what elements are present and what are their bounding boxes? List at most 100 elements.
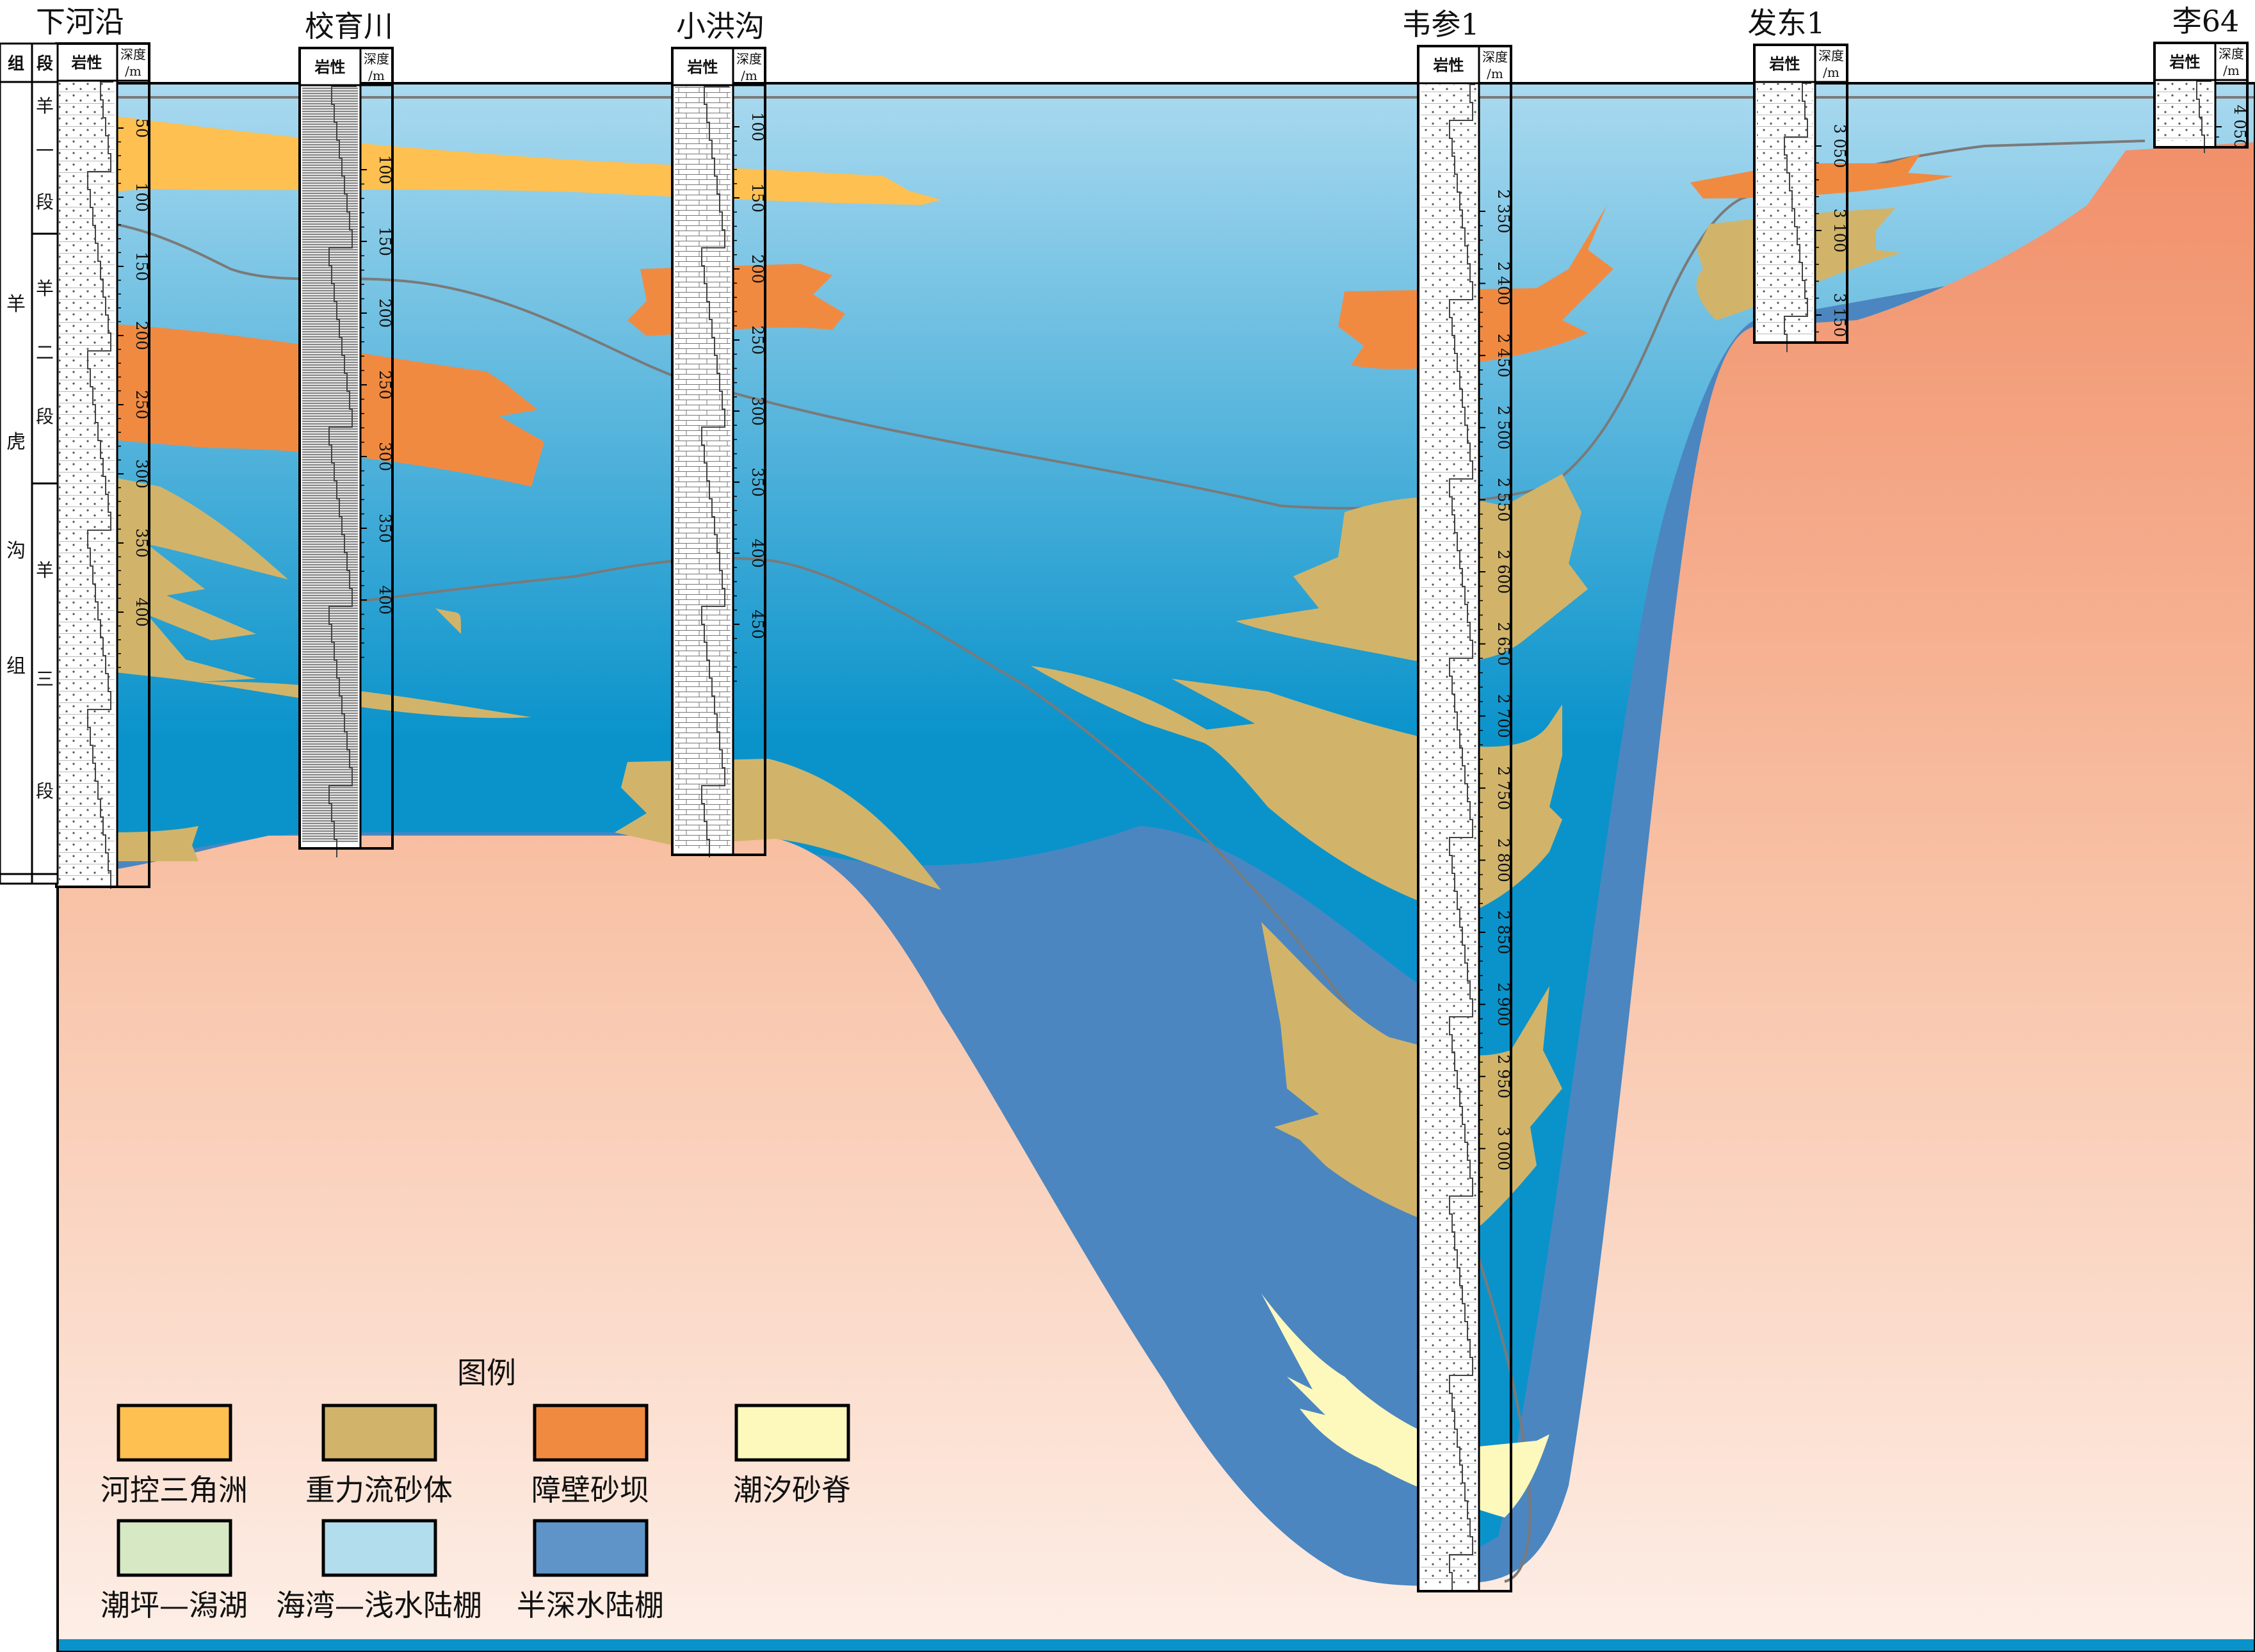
lithology-header: 岩性 (314, 58, 346, 76)
depth-unit: /m (368, 68, 385, 83)
depth-tick-label: 2 400 (1494, 261, 1512, 305)
formation-name-char: 虎 (6, 431, 26, 453)
depth-tick-label: 250 (133, 390, 150, 419)
legend-swatch (321, 1404, 437, 1462)
well-weican1: 韦参1岩性深度/m2 3502 4002 4502 5002 5502 6002… (1402, 7, 1512, 1592)
legend-swatch (533, 1404, 649, 1462)
depth-tick-label: 300 (376, 442, 394, 471)
depth-tick-label: 300 (748, 396, 766, 426)
legend-title: 图例 (457, 1356, 516, 1390)
depth-tick-label: 200 (133, 321, 150, 350)
gravity-flow-body (435, 608, 461, 634)
gravity-flow-body (1261, 922, 1562, 1236)
lithology-header: 岩性 (71, 53, 102, 72)
well-fadong1: 发东1岩性深度/m3 0503 1003 150 (1747, 6, 1848, 352)
well-frame (671, 47, 766, 856)
gravity-flow-body (1236, 474, 1588, 663)
depth-tick-label: 100 (748, 112, 766, 142)
depth-tick-label: 2 650 (1494, 622, 1512, 666)
well-name: 发东1 (1747, 6, 1825, 40)
member-1-char: 羊 (36, 95, 54, 117)
depth-tick-label: 250 (376, 370, 394, 400)
depth-tick-label: 450 (748, 610, 766, 639)
depth-tick-label: 50 (133, 118, 150, 138)
lithology-header: 岩性 (2169, 53, 2201, 71)
depth-tick-label: 350 (376, 514, 394, 543)
well-xiaheyan: 下河沿岩性深度/m50100150200250300350400 (36, 4, 150, 889)
depth-tick-label: 2 450 (1494, 334, 1512, 378)
legend-label: 重力流砂体 (305, 1473, 453, 1507)
depth-tick-label: 4 050 (2231, 105, 2249, 149)
well-name: 韦参1 (1402, 7, 1479, 42)
legend-label: 海湾—浅水陆棚 (276, 1588, 482, 1623)
depth-tick-label: 150 (748, 183, 766, 213)
depth-tick-label: 200 (748, 254, 766, 284)
legend-item: 海湾—浅水陆棚 (276, 1519, 482, 1623)
depth-tick-label: 3 150 (1831, 293, 1848, 337)
depth-tick-label: 250 (748, 325, 766, 355)
depth-tick-label: 350 (748, 467, 766, 497)
legend-item: 河控三角洲 (101, 1404, 248, 1507)
legend-label: 河控三角洲 (101, 1473, 248, 1507)
depth-unit: /m (1487, 66, 1503, 81)
depth-tick-label: 2 700 (1494, 694, 1512, 738)
depth-unit: /m (2223, 63, 2240, 78)
legend-label: 潮汐砂脊 (733, 1473, 851, 1507)
lithology-column (1421, 85, 1476, 1585)
depth-header: 深度 (364, 51, 389, 67)
well-frame (2153, 42, 2249, 149)
depth-header: 深度 (736, 51, 762, 67)
depth-tick-label: 300 (133, 459, 150, 489)
depth-header: 深度 (120, 47, 146, 62)
depth-tick-label: 100 (376, 155, 394, 184)
legend: 图例 河控三角洲 重力流砂体 障壁砂坝 潮汐砂脊潮坪—潟湖海湾—浅水陆棚半深水陆棚 (101, 1356, 851, 1623)
depth-header: 深度 (1482, 49, 1508, 65)
depth-unit: /m (125, 63, 141, 79)
depth-tick-label: 2 600 (1494, 550, 1512, 594)
well-frame (1417, 45, 1512, 1592)
member-3-char: 段 (36, 781, 54, 802)
lithology-header: 岩性 (1433, 56, 1464, 74)
legend-label: 障壁砂坝 (531, 1473, 649, 1507)
depth-tick-label: 3 000 (1494, 1126, 1512, 1170)
depth-header: 深度 (2219, 46, 2244, 61)
depth-tick-label: 3 050 (1831, 124, 1848, 168)
barrier-bar-body (1338, 205, 1613, 369)
well-columns: 下河沿岩性深度/m50100150200250300350400校育川岩性深度/… (36, 4, 2249, 1592)
depth-tick-label: 100 (133, 182, 150, 212)
well-xiaoyuchuan: 校育川岩性深度/m100150200250300350400 (298, 9, 394, 857)
legend-item: 障壁砂坝 (531, 1404, 649, 1507)
member-3-char: 三 (36, 668, 54, 690)
lithology-header: 岩性 (687, 58, 718, 76)
member-1-char: 一 (36, 140, 54, 161)
well-name: 小洪沟 (676, 9, 764, 44)
legend-item: 潮坪—潟湖 (101, 1519, 248, 1623)
legend-label: 半深水陆棚 (517, 1588, 664, 1623)
depth-tick-label: 150 (376, 227, 394, 256)
depth-tick-label: 2 850 (1494, 911, 1512, 955)
depth-tick-label: 2 550 (1494, 478, 1512, 522)
depth-unit: /m (1823, 65, 1839, 80)
legend-swatch (321, 1519, 437, 1577)
depth-tick-label: 350 (133, 528, 150, 558)
member-2-char: 二 (36, 342, 54, 363)
lithology-header: 岩性 (1769, 54, 1800, 73)
depth-header: 深度 (1818, 48, 1844, 63)
lithology-column (1757, 83, 1813, 336)
depth-tick-label: 2 350 (1494, 190, 1512, 234)
gravity-flow-body (96, 474, 531, 718)
strat-column: 组 段 羊 虎 沟 组 羊 一 段 羊 二 段 羊 三 段 (0, 42, 59, 885)
lithology-column (2157, 81, 2213, 141)
legend-item: 潮汐砂脊 (733, 1404, 851, 1507)
depth-tick-label: 150 (133, 252, 150, 281)
depth-tick-label: 200 (376, 298, 394, 328)
legend-swatch (533, 1519, 649, 1577)
formation-name-char: 沟 (6, 540, 26, 562)
well-xiaohonggou: 小洪沟岩性深度/m100150200250300350400450 (671, 9, 766, 857)
well-frame (1753, 44, 1848, 344)
formation-name-char: 羊 (6, 293, 26, 316)
member-2-char: 段 (36, 406, 54, 427)
member3-boundary-line (300, 556, 1532, 1583)
depth-tick-label: 2 900 (1494, 982, 1512, 1026)
